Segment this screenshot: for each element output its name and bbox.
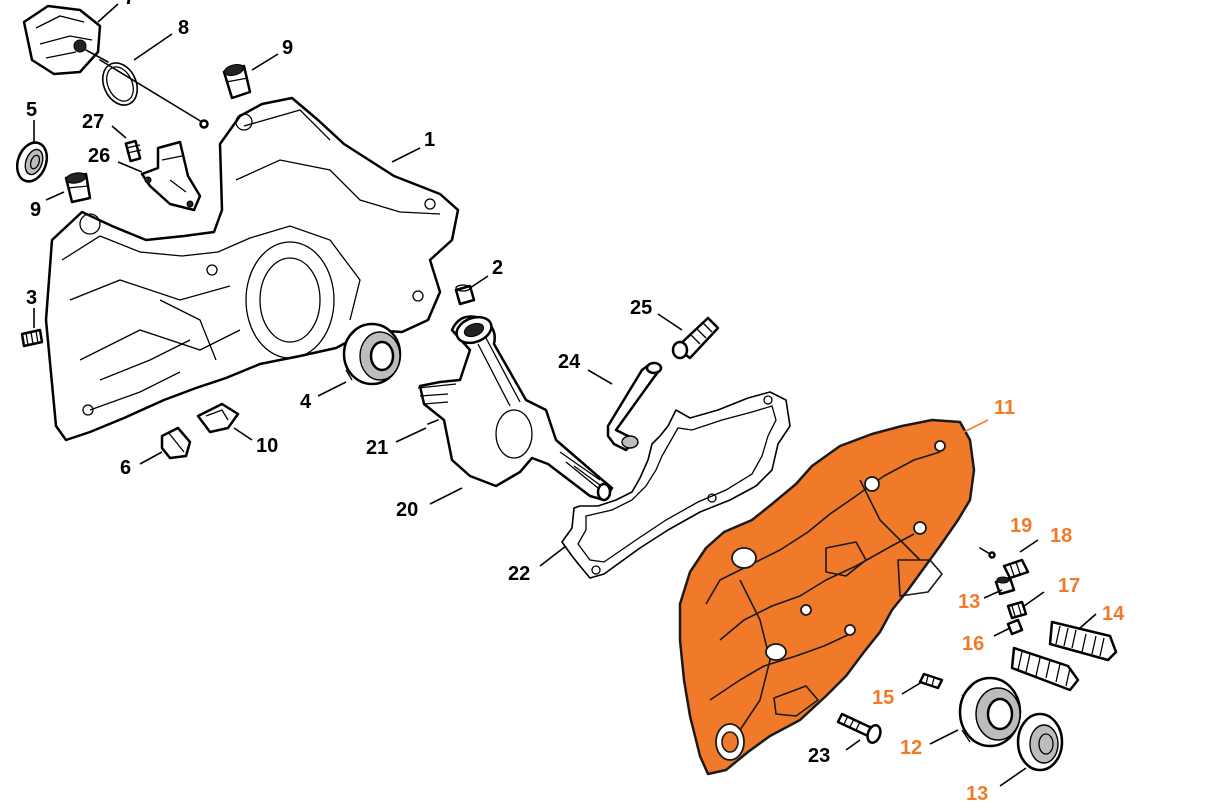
sleeve-17-part[interactable] (1006, 618, 1024, 636)
callout-23: 22 (508, 563, 530, 585)
callout-18: 17 (1058, 575, 1080, 597)
oil-tube-25-part[interactable] (606, 361, 663, 452)
ball-bearing-4-part[interactable] (342, 322, 402, 386)
stud-3-part[interactable] (20, 328, 44, 348)
callout-5: 5 (26, 99, 37, 121)
clip-10-part[interactable] (196, 402, 240, 434)
annular-buffer-top-part[interactable] (222, 63, 252, 100)
callout-24: 23 (808, 745, 830, 767)
callout-21: 20 (396, 499, 418, 521)
callout-20: 19 (1010, 515, 1032, 537)
callout-15: 14 (1102, 603, 1125, 625)
sleeve-19-part[interactable] (1002, 558, 1030, 580)
key-22-part[interactable] (427, 419, 439, 425)
crankcase-highlighted-part[interactable] (678, 418, 976, 776)
callout-11: 11 (994, 397, 1015, 419)
o-ring-part[interactable] (96, 57, 144, 110)
callout-3: 3 (26, 287, 37, 309)
callout-13: 13 (966, 783, 988, 805)
oil-seal-13-part[interactable] (1016, 712, 1064, 772)
callout-25: 24 (558, 351, 581, 373)
callout-4: 4 (300, 391, 312, 413)
pin-20-part[interactable] (979, 547, 996, 559)
screw-16-part[interactable] (918, 672, 944, 690)
screw-28-part[interactable] (124, 139, 142, 163)
gasket-23-part[interactable] (561, 391, 791, 579)
oil-line-part[interactable] (99, 59, 209, 129)
callout-12: 12 (900, 737, 922, 759)
buffer-6-part[interactable] (160, 426, 192, 460)
callout-1: 1 (424, 129, 435, 151)
dowel-18-part[interactable] (1006, 600, 1028, 620)
callout-10: 10 (256, 435, 278, 457)
callout-27: 26 (88, 145, 110, 167)
callout-9-top: 9 (282, 37, 293, 59)
callout-26: 25 (630, 297, 652, 319)
oil-pump-part[interactable] (22, 4, 109, 76)
callout-19: 18 (1050, 525, 1072, 547)
callout-9-left: 9 (30, 199, 41, 221)
crankshaft-part[interactable] (417, 313, 614, 502)
screw-24-part[interactable] (836, 712, 883, 745)
annular-buffer-left-part[interactable] (64, 171, 92, 204)
crankcase-part[interactable] (44, 96, 460, 442)
callout-8: 8 (178, 17, 189, 39)
callout-7: 7 (124, 0, 135, 9)
leader-lines (33, 3, 1097, 787)
callout-22: 21 (366, 437, 388, 459)
callout-16: 15 (872, 687, 894, 709)
callout-6: 6 (120, 457, 131, 479)
callout-2: 2 (492, 257, 503, 279)
screw-26-part[interactable] (671, 316, 720, 360)
oil-seal-left-part[interactable] (12, 138, 52, 185)
sleeve-2-part[interactable] (454, 284, 476, 306)
callout-17: 16 (962, 633, 984, 655)
stud-15-part[interactable] (1010, 620, 1118, 692)
callout-labels: 7 8 9 5 27 26 9 1 2 3 4 10 6 21 20 22 24… (26, 0, 1125, 805)
bracket-27-part[interactable] (140, 140, 202, 212)
callout-14: 13 (958, 591, 980, 613)
callout-28: 27 (82, 111, 104, 133)
ball-bearing-12-part[interactable] (958, 676, 1022, 748)
